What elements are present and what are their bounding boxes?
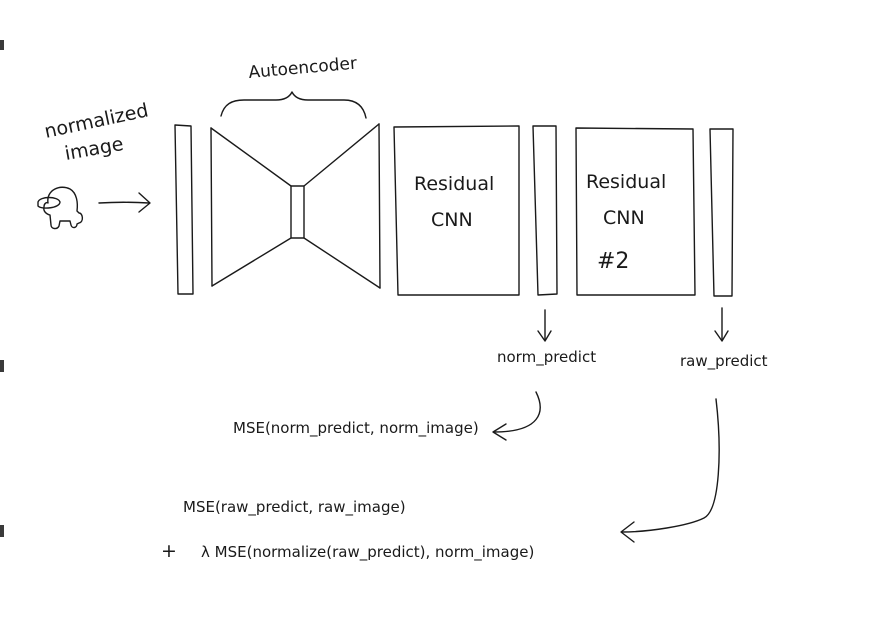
- residual-cnn-2-label-line1: Residual: [586, 171, 666, 193]
- autoencoder-block: [210, 123, 381, 289]
- residual-cnn-2-block: [575, 127, 696, 296]
- raw-output-layer-block: [709, 128, 734, 297]
- residual-cnn-label-line1: Residual: [414, 173, 494, 195]
- autoencoder-brace: [220, 91, 367, 119]
- raw-loss-plus: +: [161, 540, 177, 562]
- left-edge-mark: [0, 40, 4, 50]
- norm-predict-down-arrow: [537, 309, 552, 342]
- norm-output-layer-block: [532, 125, 558, 296]
- raw-loss-formula-line2: λ MSE(normalize(raw_predict), norm_image…: [201, 543, 534, 562]
- norm-loss-arrow: [492, 391, 541, 441]
- norm-predict-label: norm_predict: [497, 348, 596, 367]
- raw-loss-arrow: [620, 398, 720, 543]
- autoencoder-label: Autoencoder: [248, 54, 358, 83]
- residual-cnn-block: [393, 125, 520, 296]
- among-us-character-icon: [37, 186, 84, 230]
- left-edge-mark: [0, 525, 4, 537]
- raw-predict-down-arrow: [714, 307, 729, 342]
- residual-cnn-2-label-line3: #2: [597, 249, 629, 274]
- input-label-line1: normalized: [42, 99, 150, 142]
- raw-predict-label: raw_predict: [680, 352, 768, 371]
- residual-cnn-label-line2: CNN: [431, 209, 473, 231]
- residual-cnn-2-label-line2: CNN: [603, 207, 645, 229]
- input-label-line2: image: [63, 133, 125, 165]
- input-layer-block: [174, 124, 194, 295]
- input-arrow: [98, 192, 151, 213]
- norm-loss-formula: MSE(norm_predict, norm_image): [233, 419, 479, 438]
- left-edge-mark: [0, 360, 4, 372]
- raw-loss-formula-line1: MSE(raw_predict, raw_image): [183, 498, 406, 517]
